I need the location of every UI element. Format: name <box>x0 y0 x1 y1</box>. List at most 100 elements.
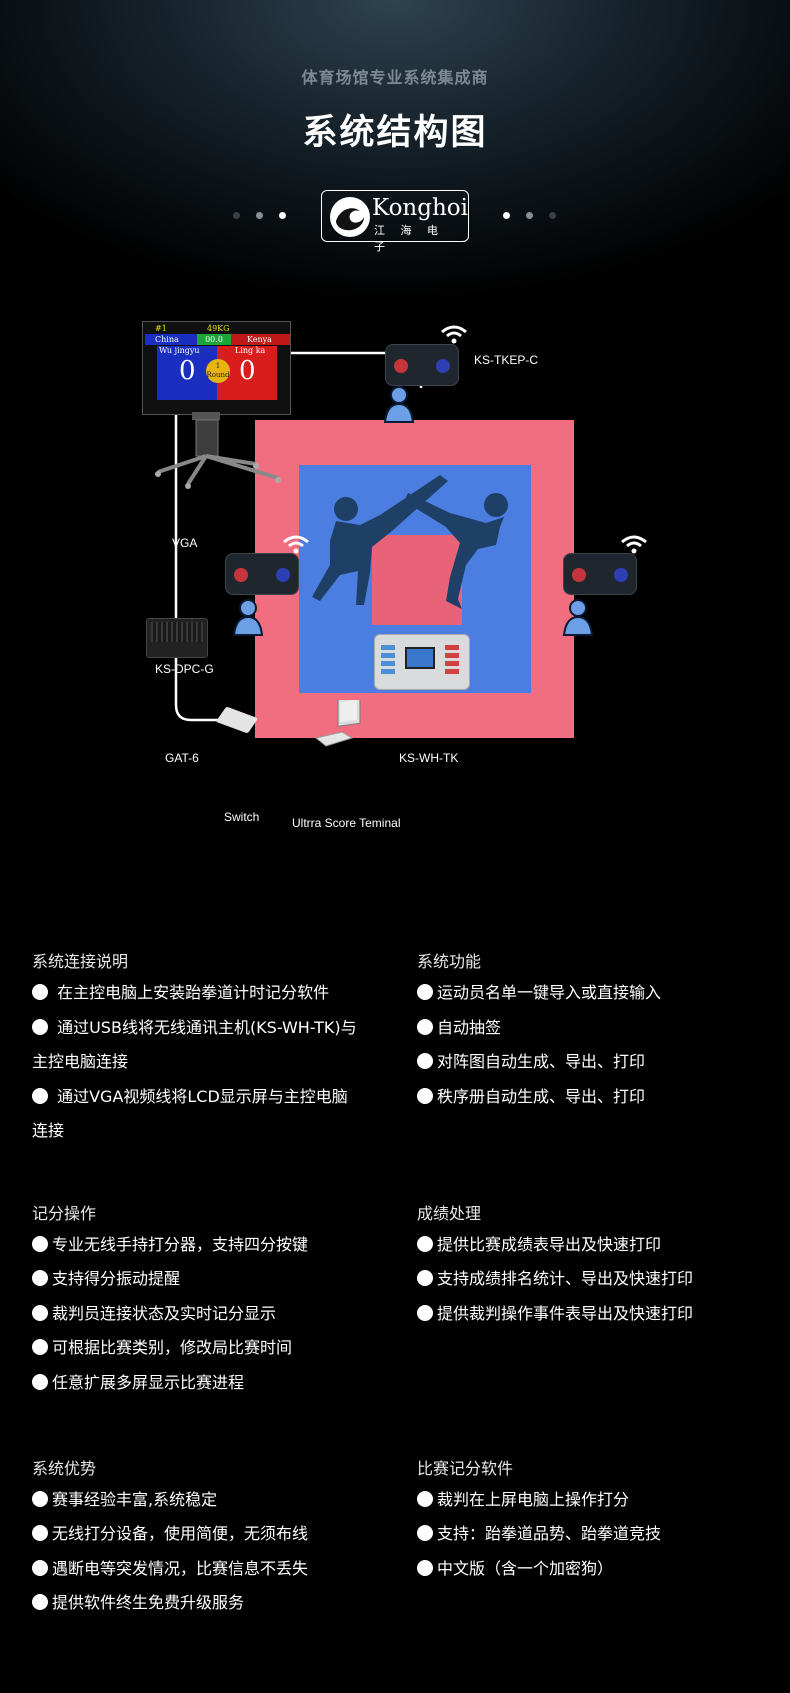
section-title-functions: 系统功能 <box>417 952 482 971</box>
label-vga: VGA <box>172 536 198 550</box>
bullet-icon <box>417 984 433 1000</box>
round-label: Round <box>206 371 230 379</box>
weight-class: 49KG <box>207 324 230 333</box>
bullet-icon <box>32 1594 48 1610</box>
list-item: 连接 <box>32 1121 65 1140</box>
decor-dot <box>256 212 263 219</box>
wave-logo-icon <box>330 197 370 237</box>
bullet-icon <box>32 1270 48 1286</box>
bullet-icon <box>417 1560 433 1576</box>
wifi-icon <box>441 325 467 344</box>
label-ksdpc: KS-DPC-G <box>155 662 214 676</box>
bullet-icon <box>417 1053 433 1069</box>
bullet-icon <box>417 1088 433 1104</box>
wifi-icon <box>283 535 309 554</box>
list-item: 提供软件终生免费升级服务 <box>32 1593 244 1613</box>
red-athlete-name: Ling ka <box>235 346 266 355</box>
bullet-icon <box>417 1236 433 1252</box>
bullet-icon <box>32 1088 48 1104</box>
section-title-software: 比赛记分软件 <box>417 1459 514 1478</box>
bullet-icon <box>417 1525 433 1541</box>
wireless-scorer-right <box>563 553 637 595</box>
decor-dot <box>503 212 510 219</box>
list-item: 提供比赛成绩表导出及快速打印 <box>417 1235 661 1255</box>
list-item: 遇断电等突发情况，比赛信息不丢失 <box>32 1559 308 1579</box>
bullet-icon <box>32 984 48 1000</box>
list-item: 中文版（含一个加密狗） <box>417 1559 613 1579</box>
wireless-host-device <box>374 634 470 690</box>
bullet-icon <box>32 1339 48 1355</box>
list-item: 任意扩展多屏显示比赛进程 <box>32 1373 244 1393</box>
competition-mat-center <box>372 535 462 625</box>
list-item: 主控电脑连接 <box>32 1052 129 1071</box>
list-item: 赛事经验丰富,系统稳定 <box>32 1490 217 1510</box>
section-title-connection: 系统连接说明 <box>32 952 129 971</box>
referee-icon <box>562 599 594 636</box>
label-gat6: GAT-6 <box>165 751 199 765</box>
list-item: 秩序册自动生成、导出、打印 <box>417 1087 645 1107</box>
bullet-icon <box>417 1491 433 1507</box>
brand-subname: 江 海 电 子 <box>374 224 444 253</box>
red-country: Kenya <box>247 335 272 344</box>
round-number: 1 <box>215 362 221 370</box>
list-item: 支持成绩排名统计、导出及快速打印 <box>417 1269 693 1289</box>
list-item: 通过USB线将无线通讯主机(KS-WH-TK)与 <box>32 1018 357 1038</box>
header-background <box>0 0 790 330</box>
scoreboard-monitor: #1 49KG 00.0 China Kenya Wu jingyu Ling … <box>142 321 291 415</box>
blue-athlete-name: Wu jingyu <box>159 346 200 355</box>
referee-icon <box>383 386 415 423</box>
section-title-scoring: 记分操作 <box>32 1204 97 1223</box>
decor-dot <box>233 212 240 219</box>
bullet-icon <box>417 1305 433 1321</box>
monitor-stand-icon <box>155 412 281 489</box>
brand-logo: Konghoi 江 海 电 子 <box>321 190 469 253</box>
decor-dot <box>549 212 556 219</box>
list-item: 在主控电脑上安装跆拳道计时记分软件 <box>32 983 329 1003</box>
header-subtitle: 体育场馆专业系统集成商 <box>301 68 489 87</box>
decor-dot <box>279 212 286 219</box>
section-title-results: 成绩处理 <box>417 1204 482 1223</box>
red-score: 0 <box>239 356 256 386</box>
taekwondo-fighters-icon <box>312 475 508 609</box>
label-terminal: Ultrra Score Teminal <box>292 816 401 830</box>
section-title-advantages: 系统优势 <box>32 1459 97 1478</box>
list-item: 专业无线手持打分器，支持四分按键 <box>32 1235 308 1255</box>
decor-dot <box>526 212 533 219</box>
bullet-icon <box>32 1305 48 1321</box>
label-switch: Switch <box>224 810 260 824</box>
round-badge: 1 Round <box>206 359 230 383</box>
wireless-scorer-top <box>385 344 459 386</box>
label-kswh: KS-WH-TK <box>399 751 459 765</box>
brand-name: Konghoi <box>372 195 468 221</box>
bullet-icon <box>32 1560 48 1576</box>
system-diagram: #1 49KG 00.0 China Kenya Wu jingyu Ling … <box>0 300 790 860</box>
blue-country: China <box>155 335 179 344</box>
match-timer: 00.0 <box>197 334 231 345</box>
bullet-icon <box>32 1525 48 1541</box>
list-item: 裁判在上屏电脑上操作打分 <box>417 1490 629 1510</box>
bullet-icon <box>417 1019 433 1035</box>
bullet-icon <box>32 1236 48 1252</box>
list-item: 提供裁判操作事件表导出及快速打印 <box>417 1304 693 1324</box>
list-item: 运动员名单一键导入或直接输入 <box>417 983 661 1003</box>
list-item: 对阵图自动生成、导出、打印 <box>417 1052 645 1072</box>
computer-terminal-icon <box>314 700 361 747</box>
referee-icon <box>232 599 264 636</box>
label-kstkep: KS-TKEP-C <box>474 353 539 367</box>
list-item: 裁判员连接状态及实时记分显示 <box>32 1304 276 1324</box>
wireless-scorer-left <box>225 553 299 595</box>
bullet-icon <box>32 1491 48 1507</box>
page-title: 系统结构图 <box>302 113 488 153</box>
match-number: #1 <box>155 324 167 333</box>
list-item: 无线打分设备，使用简便，无须布线 <box>32 1524 308 1544</box>
list-item: 可根据比赛类别，修改局比赛时间 <box>32 1338 292 1358</box>
wifi-icon <box>621 535 647 554</box>
blue-score: 0 <box>179 356 196 386</box>
list-item: 支持得分振动提醒 <box>32 1269 180 1289</box>
bullet-icon <box>417 1270 433 1286</box>
list-item: 自动抽签 <box>417 1018 501 1038</box>
mini-pc-icon <box>146 618 208 658</box>
bullet-icon <box>32 1019 48 1035</box>
list-item: 支持：跆拳道品势、跆拳道竞技 <box>417 1524 661 1544</box>
list-item: 通过VGA视频线将LCD显示屏与主控电脑 <box>32 1087 348 1107</box>
